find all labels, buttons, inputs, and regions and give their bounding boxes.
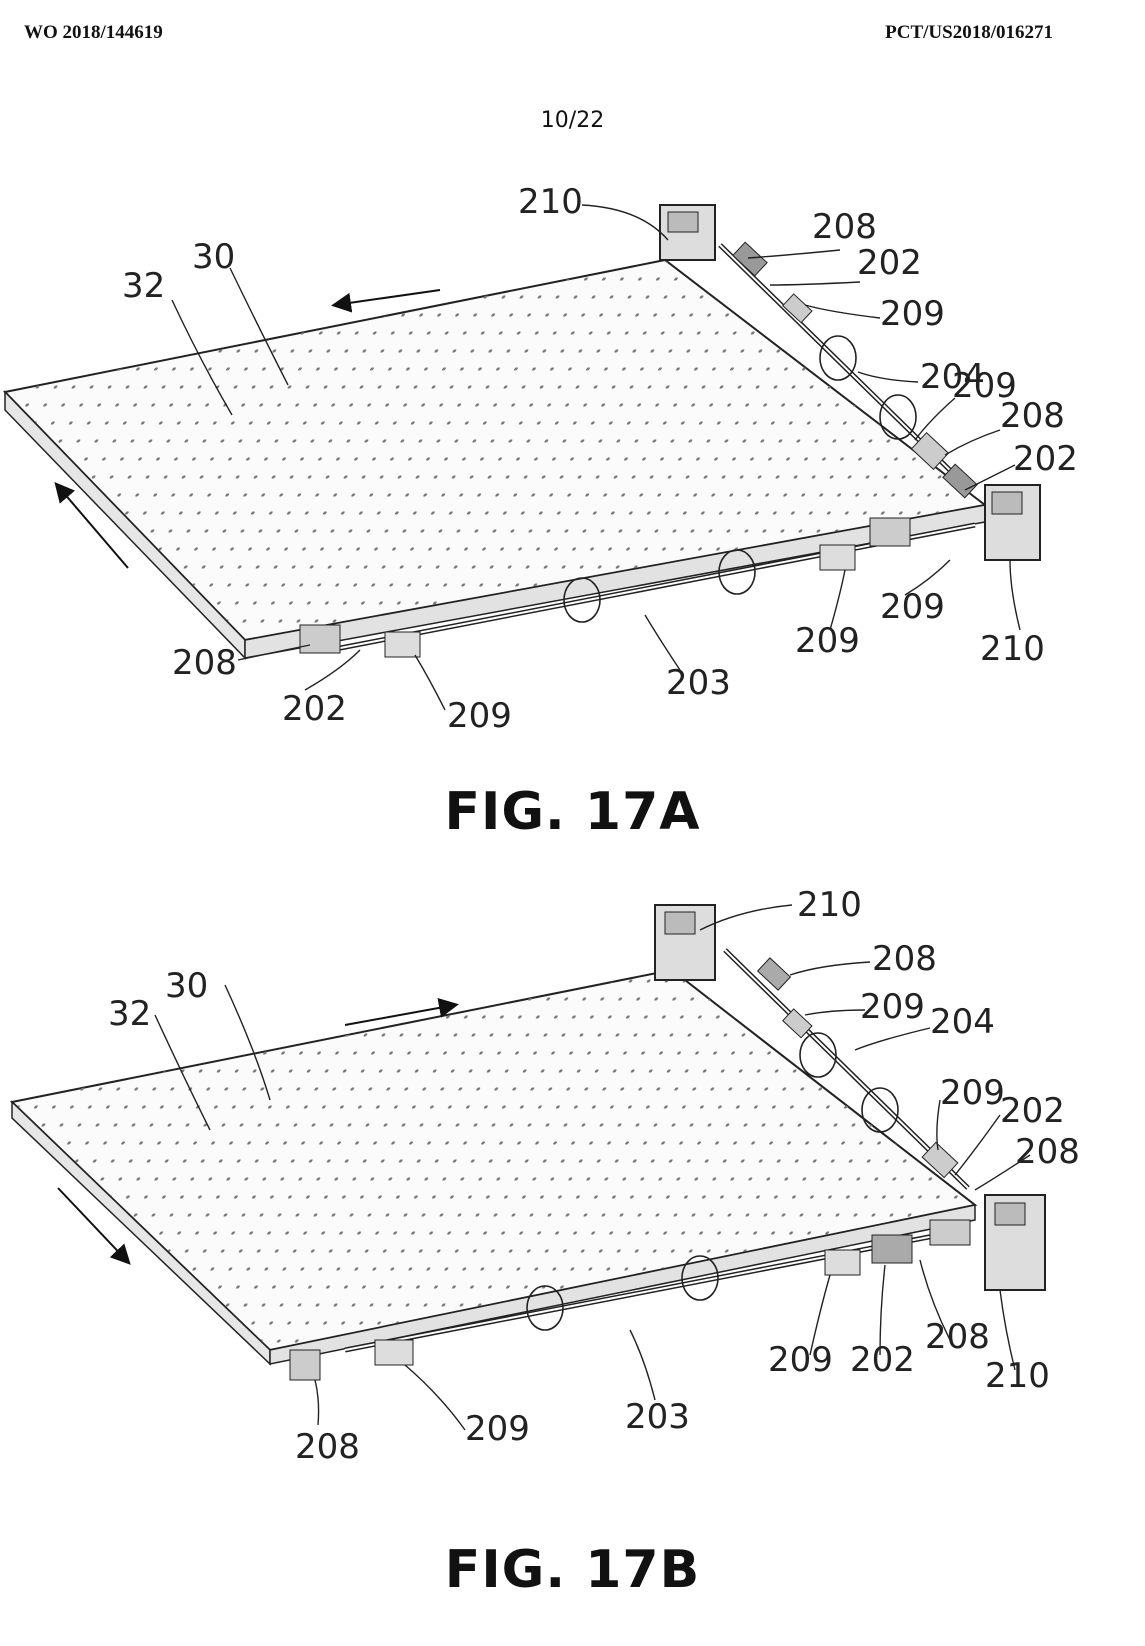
figure-17b-drawing: 210 208 209 204 32 30 209 202 208 208 20… xyxy=(9,885,1080,1467)
ref-label: 210 xyxy=(985,1356,1050,1396)
publication-number: WO 2018/144619 xyxy=(24,22,163,43)
ref-label: 208 xyxy=(172,643,237,683)
ref-label: 208 xyxy=(295,1427,360,1467)
ref-label: 202 xyxy=(857,243,922,283)
figure-caption: FIG. 17A xyxy=(444,782,701,842)
sheet-number: 10/22 xyxy=(540,108,605,133)
ref-label: 208 xyxy=(872,939,937,979)
ref-label: 203 xyxy=(666,663,731,703)
ref-label: 210 xyxy=(518,182,583,222)
ref-label: 208 xyxy=(812,207,877,247)
ref-label: 203 xyxy=(625,1397,690,1437)
ref-label: 202 xyxy=(1000,1091,1065,1131)
ref-label: 209 xyxy=(880,587,945,627)
ref-label: 210 xyxy=(980,629,1045,669)
ref-label: 202 xyxy=(282,689,347,729)
ref-label: 209 xyxy=(465,1409,530,1449)
application-number: PCT/US2018/016271 xyxy=(885,22,1053,43)
figure-17a-drawing: 210 208 202 209 204 209 208 202 32 30 20… xyxy=(3,182,1078,736)
ref-label: 32 xyxy=(122,266,165,306)
ref-label: 209 xyxy=(447,696,512,736)
ref-label: 204 xyxy=(930,1002,995,1042)
ref-label: 208 xyxy=(1015,1132,1080,1172)
ref-label: 204 xyxy=(920,357,985,397)
ref-label: 202 xyxy=(850,1340,915,1380)
ref-label: 209 xyxy=(880,294,945,334)
figure-caption: FIG. 17B xyxy=(444,1540,701,1600)
ref-label: 209 xyxy=(952,366,1017,406)
ref-label: 30 xyxy=(192,237,235,277)
ref-label: 209 xyxy=(768,1340,833,1380)
ref-label: 208 xyxy=(925,1317,990,1357)
ref-label: 209 xyxy=(795,621,860,661)
ref-label: 210 xyxy=(797,885,862,925)
ref-label: 202 xyxy=(1013,439,1078,479)
ref-label: 208 xyxy=(1000,396,1065,436)
ref-label: 209 xyxy=(940,1073,1005,1113)
ref-label: 30 xyxy=(165,966,208,1006)
ref-label: 209 xyxy=(860,987,925,1027)
ref-label: 32 xyxy=(108,994,151,1034)
